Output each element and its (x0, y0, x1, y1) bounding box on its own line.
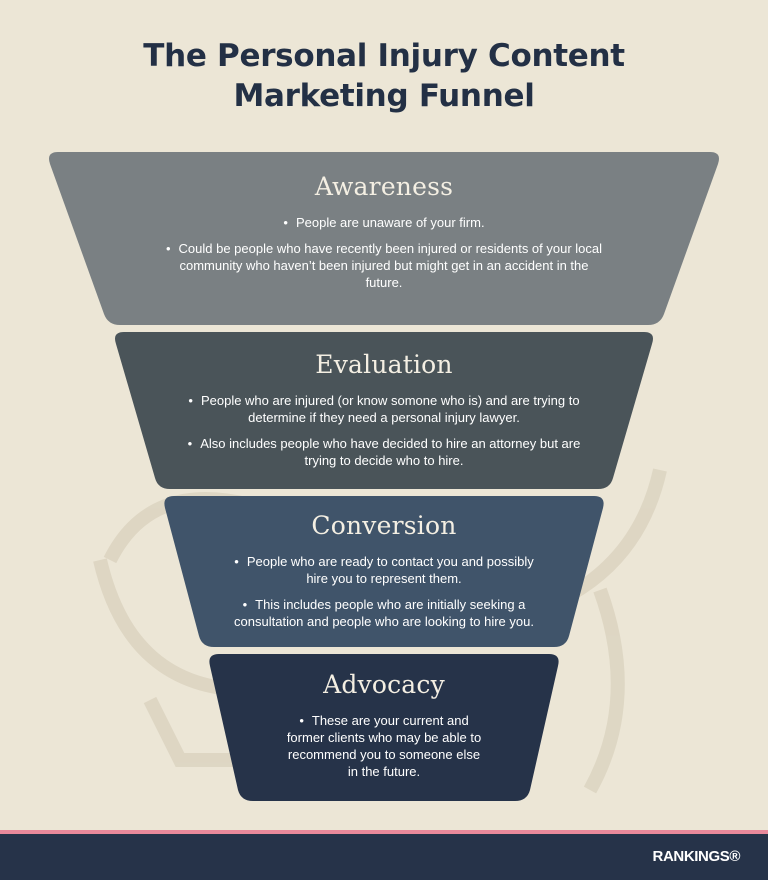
stage-awareness: Awareness People are unaware of your fir… (160, 172, 608, 300)
stage-advocacy: Advocacy These are your current and form… (286, 670, 482, 789)
title-line-2: Marketing Funnel (233, 78, 535, 114)
bullet-list: These are your current and former client… (286, 712, 482, 780)
stage-heading: Evaluation (315, 350, 453, 379)
stage-heading: Awareness (314, 172, 454, 201)
bullet-item: This includes people who are initially s… (222, 596, 546, 630)
rankings-logo: RANKINGS® (652, 848, 741, 865)
stage-conversion: Conversion People who are ready to conta… (222, 511, 546, 639)
footer-bar: RANKINGS® (0, 834, 768, 880)
title-line-1: The Personal Injury Content (143, 38, 625, 74)
bullet-item: Could be people who have recently been i… (160, 240, 608, 291)
stage-evaluation: Evaluation People who are injured (or kn… (178, 350, 590, 478)
bullet-item: Also includes people who have decided to… (178, 435, 590, 469)
stage-heading: Advocacy (323, 670, 445, 699)
bullet-item: People who are injured (or know somone w… (178, 392, 590, 426)
bullet-list: People who are injured (or know somone w… (178, 392, 590, 469)
bullet-list: People are unaware of your firm. Could b… (160, 214, 608, 291)
page-title: The Personal Injury Content Marketing Fu… (0, 36, 768, 116)
stage-heading: Conversion (311, 511, 457, 540)
bullet-item: People who are ready to contact you and … (222, 553, 546, 587)
bullet-list: People who are ready to contact you and … (222, 553, 546, 630)
bullet-item: People are unaware of your firm. (160, 214, 608, 231)
footer-stripe (0, 830, 768, 834)
bullet-item: These are your current and former client… (286, 712, 482, 780)
